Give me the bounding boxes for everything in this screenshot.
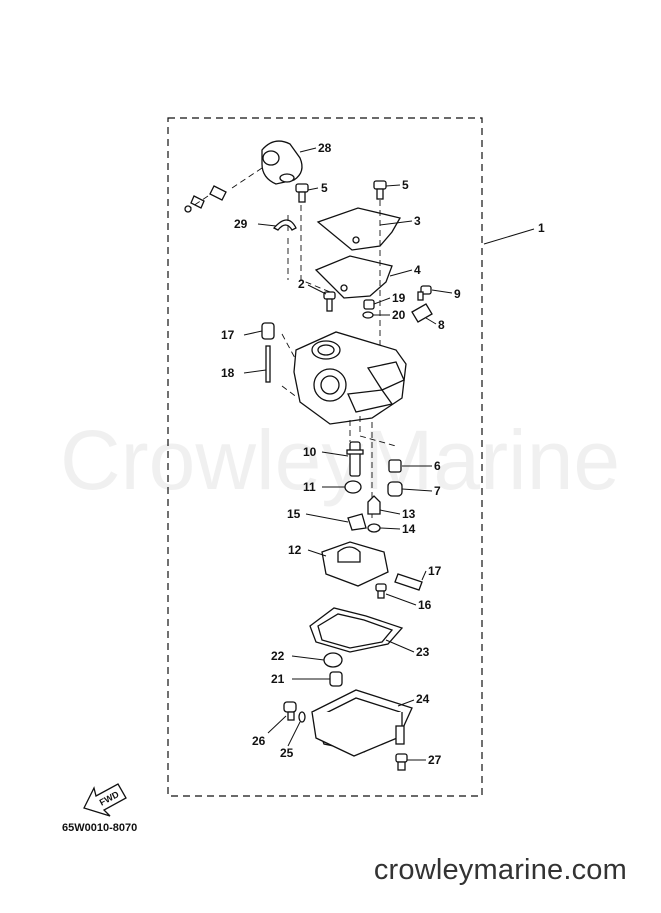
part-25-float-bowl[interactable]	[311, 689, 413, 757]
part-5-screw-left[interactable]	[295, 183, 309, 203]
part-13-needle-valve[interactable]	[367, 495, 381, 515]
callout-9: 9	[454, 287, 461, 301]
assembly-frame	[167, 117, 483, 797]
part-19-pin[interactable]	[265, 345, 271, 383]
callout-27: 26	[252, 734, 266, 748]
part-22-spring[interactable]	[329, 671, 343, 687]
part-12-float[interactable]	[321, 541, 389, 587]
part-3-gasket[interactable]	[316, 207, 401, 251]
callout-15: 15	[287, 507, 301, 521]
watermark: CrowleyMarine	[60, 413, 621, 507]
part-4-gasket[interactable]	[314, 255, 393, 299]
part-15-plate[interactable]	[347, 513, 367, 531]
part-27-drain-screw[interactable]	[283, 701, 297, 721]
leader-lines	[243, 147, 535, 761]
part-8-spring[interactable]	[411, 303, 433, 323]
part-26-gasket[interactable]	[298, 711, 306, 723]
part-10-emulsion-tube[interactable]	[346, 441, 364, 477]
part-18-plunger[interactable]	[261, 322, 275, 340]
callout-labels: 28 5 5 3 29 1 4 2 9 19 20 8 17 18 10 6 1…	[221, 141, 545, 767]
part-20-jet[interactable]	[363, 299, 375, 310]
carburetor-body[interactable]	[281, 331, 407, 425]
part-17-pin[interactable]	[394, 573, 423, 591]
callout-18: 17	[221, 328, 235, 342]
callout-2: 2	[298, 277, 305, 291]
callout-10: 10	[303, 445, 317, 459]
callout-19: 18	[221, 366, 235, 380]
callout-5-right: 5	[402, 178, 409, 192]
callout-4: 4	[414, 263, 421, 277]
callout-24: 23	[416, 645, 430, 659]
part-9-screw[interactable]	[417, 285, 432, 301]
part-6-valve-seat[interactable]	[388, 459, 402, 473]
callout-7: 7	[434, 484, 441, 498]
part-30-clip[interactable]	[272, 219, 297, 231]
callout-25: 24	[416, 692, 430, 706]
callout-11: 11	[303, 480, 316, 494]
callout-6: 6	[434, 459, 441, 473]
callout-3: 3	[414, 214, 421, 228]
callout-28: 27	[428, 753, 442, 767]
callout-12: 12	[288, 543, 302, 557]
part-7-washer[interactable]	[387, 481, 403, 497]
part-11-jet[interactable]	[344, 480, 362, 494]
drawing-number: 65W0010-8070	[62, 822, 138, 834]
part-29-elbow[interactable]	[184, 140, 303, 213]
callout-20: 19	[392, 291, 406, 305]
part-21-ring[interactable]	[362, 311, 374, 319]
part-14-clip[interactable]	[367, 523, 381, 533]
callout-8: 8	[438, 318, 445, 332]
part-16-screw[interactable]	[375, 583, 387, 599]
website-label[interactable]: crowleymarine.com	[373, 854, 627, 886]
callout-23: 22	[271, 649, 285, 663]
callout-5-left: 5	[321, 181, 328, 195]
callout-30: 29	[234, 217, 248, 231]
fwd-arrow-icon: FWD	[83, 783, 127, 817]
callout-21: 20	[392, 308, 406, 322]
callout-1: 1	[538, 221, 545, 235]
callout-22: 21	[271, 672, 285, 686]
callout-16: 16	[418, 598, 432, 612]
part-28-screw[interactable]	[395, 753, 408, 771]
callout-29: 28	[318, 141, 332, 155]
part-23-cap[interactable]	[323, 652, 343, 668]
part-2-screw[interactable]	[323, 291, 336, 312]
callout-17: 17	[428, 564, 442, 578]
callout-13: 13	[402, 507, 416, 521]
part-5-screw-right[interactable]	[373, 180, 387, 200]
callout-14: 14	[402, 522, 416, 536]
callout-26: 25	[280, 746, 294, 760]
